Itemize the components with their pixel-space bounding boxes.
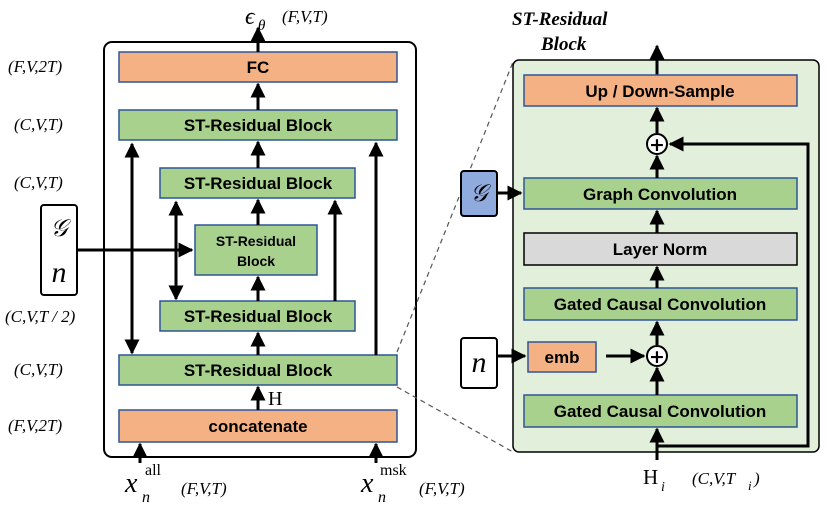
emb-add-sign: + [649,346,665,368]
zoom-connector-bottom [396,386,514,453]
input-all-sub: n [142,489,150,506]
dim-outer-bottom: (C,V,T) [14,360,63,379]
hi-dims: (C,V,T [692,469,737,488]
concatenate-box [118,409,398,443]
st-block-outer-bottom-label: ST-Residual Block [184,361,333,380]
dim-inner: (C,V,T / 2) [5,307,76,326]
residual-add-top [646,133,668,155]
input-all-sup: all [145,462,162,479]
output-dims: (F,V,T) [282,7,328,26]
residual-loop [657,136,810,448]
updown-sample-label: Up / Down-Sample [585,82,734,101]
graph-symbol-right: 𝒢 [470,181,491,207]
layer-norm-box [523,232,798,266]
st-block-outer-top-label: ST-Residual Block [184,116,333,135]
right-title-2: Block [540,34,587,55]
dim-concat: (F,V,2T) [8,416,63,435]
n-symbol-right: n [472,346,487,379]
layer-norm-label: Layer Norm [613,240,707,259]
st-block-mid-top [159,167,356,199]
hi-dims-sub: i [748,478,752,493]
emb-label: emb [545,348,580,367]
emb-box [527,341,597,373]
emb-add [646,345,668,367]
st-block-mid-bottom-label: ST-Residual Block [184,307,333,326]
hi-dims-close: ) [753,469,760,488]
n-symbol-left: n [52,256,67,289]
noise-level-box [460,337,498,389]
concatenate-label: concatenate [208,417,307,436]
input-all-x: x [124,468,138,499]
input-msk-dims: (F,V,T) [419,479,465,498]
h-label: H [268,388,282,410]
dim-mid-top: (C,V,T) [14,173,63,192]
gcc-top-box [523,287,798,321]
right-title-1: ST-Residual [512,9,608,30]
hi-sub: i [661,480,665,495]
st-block-inner-label-2: Block [237,253,275,269]
graph-symbol-left: 𝒢 [50,216,71,242]
gcc-bottom-box [523,394,798,428]
fc-box [118,51,398,83]
fc-label: FC [247,58,270,77]
st-block-inner-label-1: ST-Residual [216,233,296,249]
output-epsilon: ϵ [245,4,256,30]
graph-conv-box [523,177,798,210]
residual-add-top-sign: + [649,134,665,156]
dim-fc: (F,V,2T) [8,57,63,76]
output-epsilon-sub: θ [258,18,266,34]
dim-outer-top: (C,V,T) [14,115,63,134]
hi-base: H [643,465,658,489]
input-msk-x: x [360,468,374,499]
st-block-outer-top [118,109,398,141]
updown-sample-box [523,74,798,107]
input-msk-sub: n [378,489,386,506]
gcc-bottom-label: Gated Causal Convolution [554,402,767,421]
input-all-dims: (F,V,T) [181,479,227,498]
st-block-inner [194,224,318,276]
gcc-top-label: Gated Causal Convolution [554,295,767,314]
graph-conv-label: Graph Convolution [583,185,737,204]
st-block-mid-top-label: ST-Residual Block [184,174,333,193]
zoom-connector-top [396,61,514,353]
input-msk-sup: msk [380,462,407,479]
